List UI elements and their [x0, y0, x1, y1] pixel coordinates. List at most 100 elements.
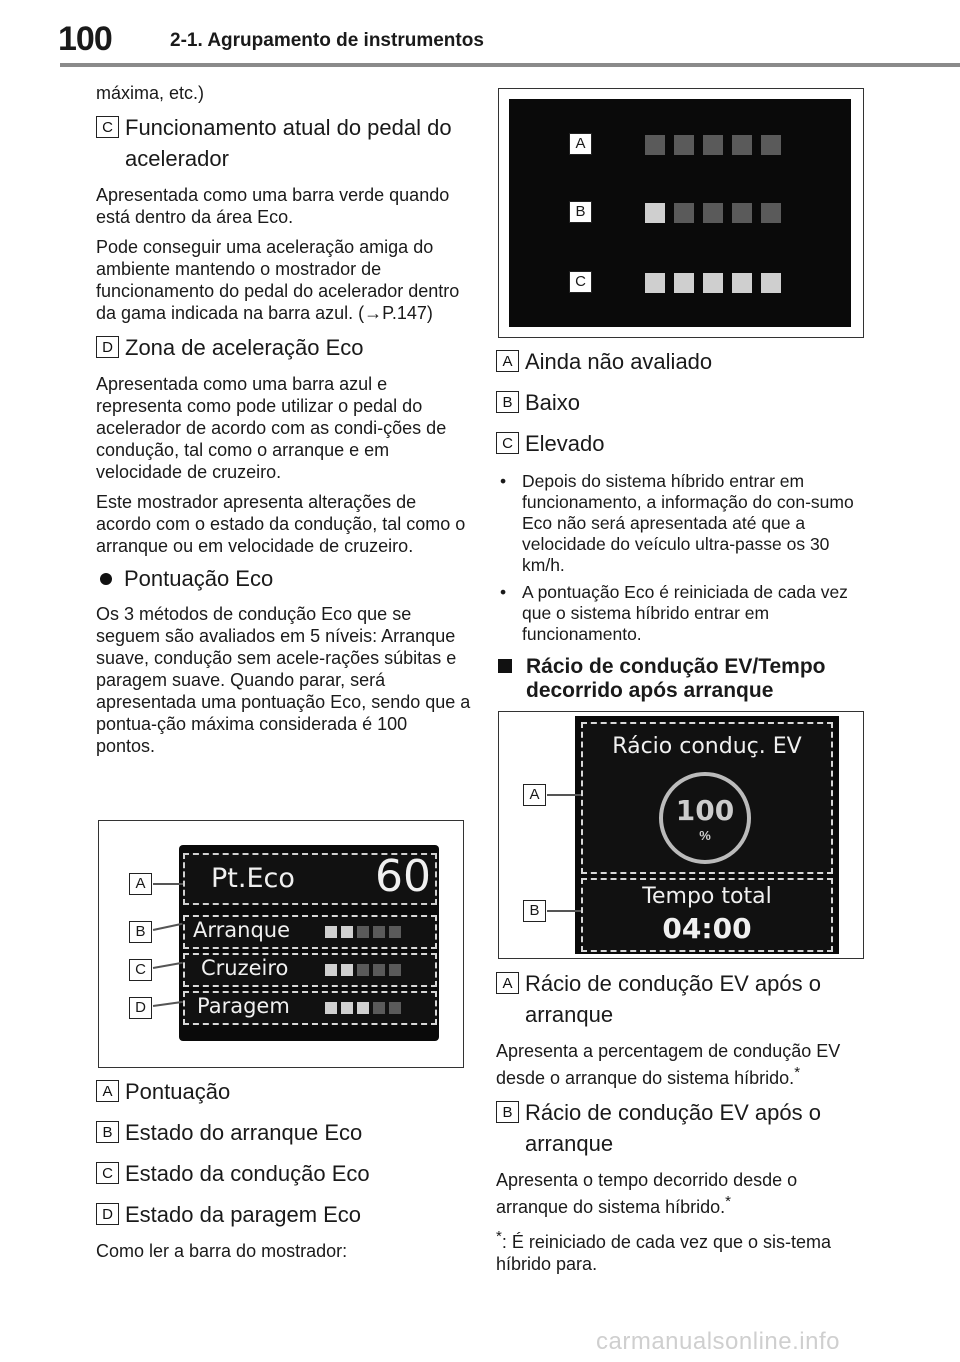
bullet-glyph: •	[500, 471, 507, 491]
closing-text: Como ler a barra do mostrador:	[96, 1241, 348, 1261]
level-a-segment-4	[732, 135, 752, 155]
legend-b: B Estado do arranque Eco	[96, 1117, 471, 1148]
cruzeiro-seg-4	[373, 964, 385, 976]
paragem-seg-5	[389, 1002, 401, 1014]
cruzeiro-seg-2	[341, 964, 353, 976]
item-c-title: Funcionamento atual do pedal do acelerad…	[125, 115, 452, 171]
ev-item-b-label: B	[496, 1101, 519, 1123]
level-c-segment-4	[732, 273, 752, 293]
level-b-segment-5	[761, 203, 781, 223]
legend-c: C Estado da condução Eco	[96, 1158, 471, 1189]
ev-item-a-label: A	[496, 972, 519, 994]
bullet-text: Depois do sistema híbrido entrar em func…	[522, 471, 854, 575]
level-legend-c-label: C	[496, 432, 519, 454]
callout-a: A	[129, 873, 152, 895]
total-time-panel: Tempo total 04:00	[581, 878, 833, 952]
arranque-seg-4	[373, 926, 385, 938]
level-legend-c: C Elevado	[496, 428, 871, 459]
eco-score-heading-text: Pontuação Eco	[124, 566, 274, 591]
score-value: 60	[375, 851, 431, 902]
footnote: *: É reiniciado de cada vez que o sis-te…	[496, 1226, 871, 1275]
ev-callout-b: B	[523, 900, 546, 922]
level-legend-b: B Baixo	[496, 387, 871, 418]
item-d-heading: D Zona de aceleração Eco	[96, 332, 471, 363]
item-d-paragraph-2: Este mostrador apresenta alterações de a…	[96, 492, 466, 556]
level-b-segment-4	[732, 203, 752, 223]
cruzeiro-seg-5	[389, 964, 401, 976]
total-time-value: 04:00	[662, 912, 752, 945]
ev-item-b-paragraph: Apresenta o tempo decorrido desde o arra…	[496, 1169, 871, 1218]
level-legend-c-text: Elevado	[525, 431, 605, 456]
level-callout-b: B	[569, 201, 592, 223]
arranque-seg-1	[325, 926, 337, 938]
cruzeiro-label: Cruzeiro	[201, 956, 289, 980]
level-legend-a-text: Ainda não avaliado	[525, 349, 713, 374]
score-title: Pt.Eco	[211, 863, 295, 894]
level-callout-c: C	[569, 271, 592, 293]
level-callout-a: A	[569, 133, 592, 155]
left-column: máxima, etc.) C Funcionamento atual do p…	[96, 82, 471, 765]
right-column: A Ainda não avaliado B Baixo C Elevado •…	[496, 346, 871, 713]
level-a-segment-2	[674, 135, 694, 155]
arranque-row: Arranque	[183, 915, 437, 949]
ev-callout-b-line	[547, 910, 581, 912]
item-d-title: Zona de aceleração Eco	[125, 335, 364, 360]
level-c-segment-2	[674, 273, 694, 293]
intro-text: máxima, etc.)	[96, 83, 205, 103]
level-a-segment-5	[761, 135, 781, 155]
bullet-dot-icon	[100, 573, 112, 585]
arranque-seg-5	[389, 926, 401, 938]
item-c-paragraph-1: Apresentada como uma barra verde quando …	[96, 185, 450, 227]
legend-d-label: D	[96, 1203, 119, 1225]
eco-score-figure: Pt.Eco 60 Arranque Cruzeiro Paragem	[98, 820, 464, 1068]
ev-ratio-title: Rácio conduç. EV	[612, 734, 802, 759]
ev-callout-a-line	[547, 794, 581, 796]
paragem-seg-1	[325, 1002, 337, 1014]
ev-ratio-panel: Rácio conduç. EV 100 %	[581, 722, 833, 874]
ev-item-a-note-mark: *	[794, 1064, 801, 1081]
eco-score-screen: Pt.Eco 60 Arranque Cruzeiro Paragem	[179, 845, 439, 1041]
bullet-item: • A pontuação Eco é reiniciada de cada v…	[496, 582, 871, 645]
ev-ratio-ring	[659, 772, 751, 864]
level-a-segment-1	[645, 135, 665, 155]
paragem-label: Paragem	[197, 994, 290, 1018]
legend-a-label: A	[96, 1080, 119, 1102]
footnote-text: : É reiniciado de cada vez que o sis-tem…	[496, 1232, 832, 1274]
legend-b-text: Estado do arranque Eco	[125, 1120, 363, 1145]
ev-item-a-heading: A Rácio de condução EV após o arranque	[496, 968, 871, 1030]
ev-item-b-title: Rácio de condução EV após o arranque	[525, 1100, 821, 1156]
bullet-glyph: •	[500, 582, 507, 602]
arranque-seg-3	[357, 926, 369, 938]
paragem-seg-2	[341, 1002, 353, 1014]
eco-levels-figure: A B C	[498, 88, 864, 338]
label-c: C	[96, 116, 119, 138]
level-c-segment-3	[703, 273, 723, 293]
square-bullet-icon	[498, 659, 512, 673]
cruzeiro-seg-1	[325, 964, 337, 976]
item-d-paragraph-1: Apresentada como uma barra azul e repres…	[96, 374, 447, 482]
level-b-segment-2	[674, 203, 694, 223]
ev-item-a-paragraph: Apresenta a percentagem de condução EV d…	[496, 1040, 871, 1089]
level-b-segment-1	[645, 203, 665, 223]
level-legend-a-label: A	[496, 350, 519, 372]
score-panel: Pt.Eco 60	[183, 851, 437, 905]
legend-b-label: B	[96, 1121, 119, 1143]
eco-score-paragraph: Os 3 métodos de condução Eco que se segu…	[96, 604, 471, 756]
ev-item-a-text: Apresenta a percentagem de condução EV d…	[496, 1041, 841, 1088]
total-time-title: Tempo total	[642, 884, 772, 909]
ev-legend: A Rácio de condução EV após o arranque A…	[496, 968, 871, 1283]
ev-callout-a: A	[523, 784, 546, 806]
paragem-seg-4	[373, 1002, 385, 1014]
ev-ratio-unit: %	[699, 828, 711, 843]
cruzeiro-row: Cruzeiro	[183, 953, 437, 987]
bullet-text: A pontuação Eco é reiniciada de cada vez…	[522, 582, 848, 644]
footnote-mark: *	[496, 1228, 502, 1245]
ev-item-b-note-mark: *	[725, 1193, 731, 1210]
level-c-segment-5	[761, 273, 781, 293]
legend-a-text: Pontuação	[125, 1079, 231, 1104]
arranque-label: Arranque	[193, 918, 291, 942]
level-legend-b-label: B	[496, 391, 519, 413]
ev-item-b-heading: B Rácio de condução EV após o arranque	[496, 1097, 871, 1159]
legend-d: D Estado da paragem Eco	[96, 1199, 471, 1230]
paragem-seg-3	[357, 1002, 369, 1014]
